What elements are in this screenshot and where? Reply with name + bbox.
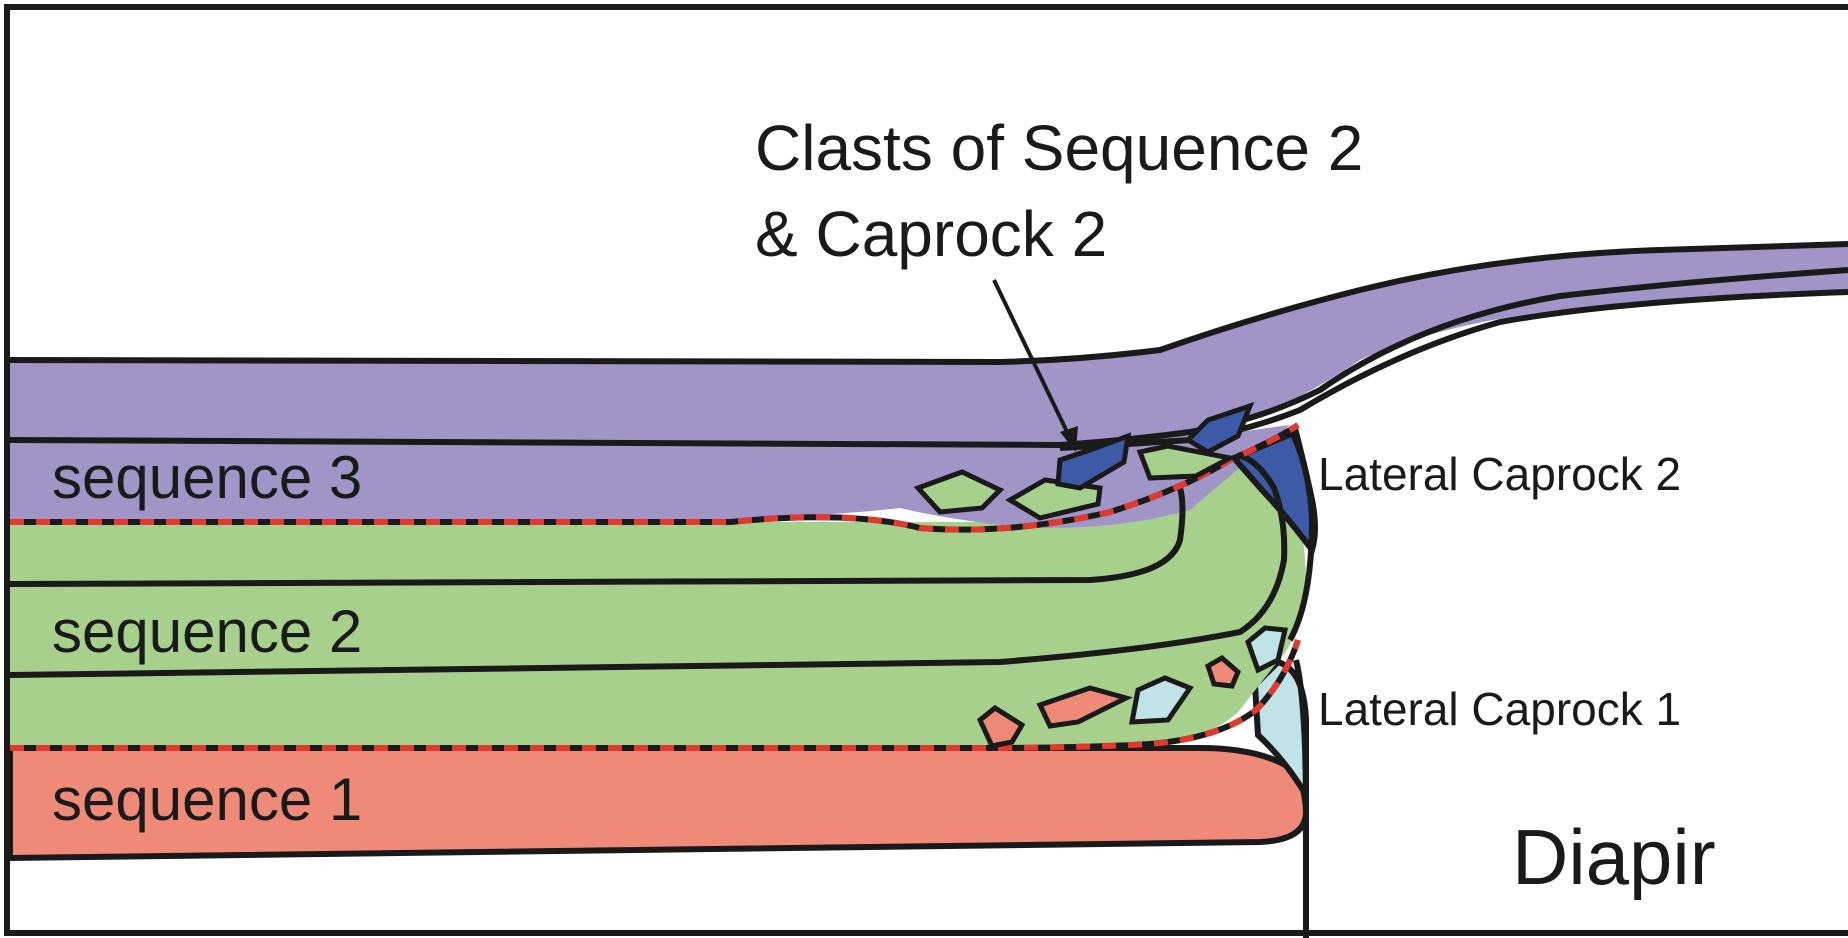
label-diapir: Diapir — [1512, 813, 1716, 901]
label-lateral-caprock-2: Lateral Caprock 2 — [1318, 448, 1681, 500]
label-sequence-1: sequence 1 — [52, 766, 362, 833]
label-lateral-caprock-1: Lateral Caprock 1 — [1318, 683, 1681, 735]
label-clasts-line-1: Clasts of Sequence 2 — [755, 112, 1363, 184]
label-clasts-line-2: & Caprock 2 — [755, 198, 1107, 270]
label-sequence-2: sequence 2 — [52, 598, 362, 665]
label-sequence-3: sequence 3 — [52, 444, 362, 511]
